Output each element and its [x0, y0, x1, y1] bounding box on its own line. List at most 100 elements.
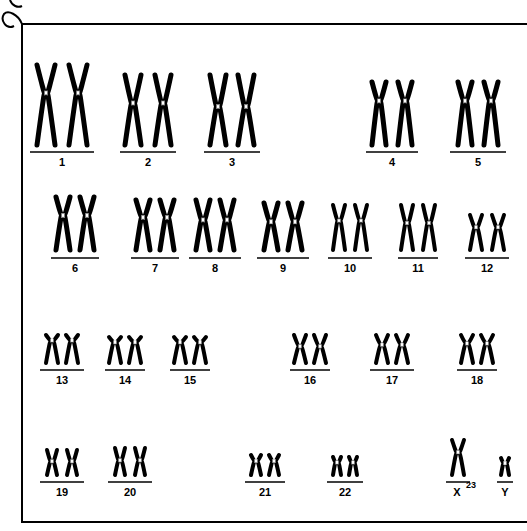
chromatid	[182, 337, 187, 363]
chromosome-number: 17	[386, 375, 398, 386]
chromatid	[46, 335, 51, 363]
chromatid	[363, 205, 368, 250]
underline	[245, 481, 285, 483]
chromatid	[302, 335, 307, 363]
chromosome-number: 2	[145, 157, 151, 168]
chromatid	[135, 75, 142, 145]
underline	[465, 257, 509, 259]
chromatid	[409, 205, 414, 250]
chromatid	[142, 448, 146, 475]
chromatid	[67, 450, 71, 475]
underline	[108, 481, 152, 483]
underline	[457, 369, 497, 371]
chromosome-number: 21	[259, 487, 271, 498]
chromosome-number: 3	[229, 157, 235, 168]
chromatid	[484, 82, 490, 145]
chromatid	[54, 450, 58, 475]
chromatid	[238, 75, 245, 145]
chromatid	[500, 215, 505, 250]
underline	[30, 151, 94, 153]
underline	[189, 257, 241, 259]
chromatid	[269, 455, 273, 475]
chromatid	[297, 203, 303, 250]
chromatid	[276, 455, 280, 475]
chromatid	[333, 457, 336, 475]
chromatid	[135, 448, 139, 475]
underline	[290, 369, 330, 371]
chromatid	[288, 203, 294, 250]
chromatid	[493, 82, 499, 145]
chromatid	[258, 455, 262, 475]
chromatid	[160, 200, 166, 250]
chromatid	[470, 215, 475, 250]
scroll-curl	[3, 12, 22, 26]
chromatid	[56, 197, 62, 250]
underline	[328, 257, 372, 259]
underline	[51, 257, 99, 259]
chromatid	[248, 75, 255, 145]
chromatid	[115, 448, 119, 475]
chromatid	[251, 455, 255, 475]
chromatid	[349, 457, 352, 475]
chromosome-number: 5	[475, 157, 481, 168]
chromosome-number: 8	[212, 263, 218, 274]
chromatid	[481, 335, 486, 363]
chromosome-number: 11	[412, 263, 424, 274]
superscript-number: 23	[466, 481, 476, 490]
chromatid	[117, 337, 122, 363]
underline	[40, 369, 84, 371]
chromatid	[381, 82, 387, 145]
chromatid	[174, 337, 179, 363]
chromatid	[80, 197, 86, 250]
underlines	[30, 152, 513, 482]
chromosome-number: 14	[119, 375, 131, 386]
underline	[327, 481, 363, 483]
chromatid	[54, 335, 59, 363]
chromatid	[294, 335, 299, 363]
chromosomes	[37, 65, 509, 475]
chromatid	[467, 82, 473, 145]
chromosome-number: 12	[481, 263, 493, 274]
chromosome-number: 15	[184, 375, 196, 386]
chromatid	[460, 440, 465, 475]
chromosome-number: 6	[72, 263, 78, 274]
chromatid	[489, 335, 494, 363]
chromatid	[80, 65, 88, 145]
chromatid	[341, 205, 346, 250]
chromatid	[339, 457, 342, 475]
chromatid	[273, 203, 279, 250]
chromatid	[109, 337, 114, 363]
chromosome-number: 1	[59, 157, 65, 168]
chromatid	[145, 200, 151, 250]
underline	[450, 151, 506, 153]
chromatid	[333, 205, 338, 250]
frame	[3, 0, 527, 522]
scroll-curl	[10, 0, 22, 7]
chromatid	[229, 200, 235, 250]
chromatid	[314, 335, 319, 363]
chromatid	[407, 82, 413, 145]
underline	[366, 151, 418, 153]
chromatid	[210, 75, 217, 145]
chromosome-number: 10	[344, 263, 356, 274]
chromatid	[401, 205, 406, 250]
underline	[120, 151, 176, 153]
underline	[370, 369, 414, 371]
underline	[170, 369, 210, 371]
chromatid	[458, 82, 464, 145]
chromatid	[452, 440, 457, 475]
chromatid	[404, 335, 409, 363]
chromosome-number: 9	[280, 263, 286, 274]
chromosome-number: 16	[304, 375, 316, 386]
underline	[257, 257, 309, 259]
chromatid	[136, 200, 142, 250]
chromatid	[69, 65, 77, 145]
chromatid	[492, 215, 497, 250]
chromatid	[501, 458, 504, 475]
chromatid	[129, 337, 134, 363]
chromatid	[469, 335, 474, 363]
chromosome-number: 7	[152, 263, 158, 274]
chromatid	[48, 65, 56, 145]
underline	[40, 481, 84, 483]
